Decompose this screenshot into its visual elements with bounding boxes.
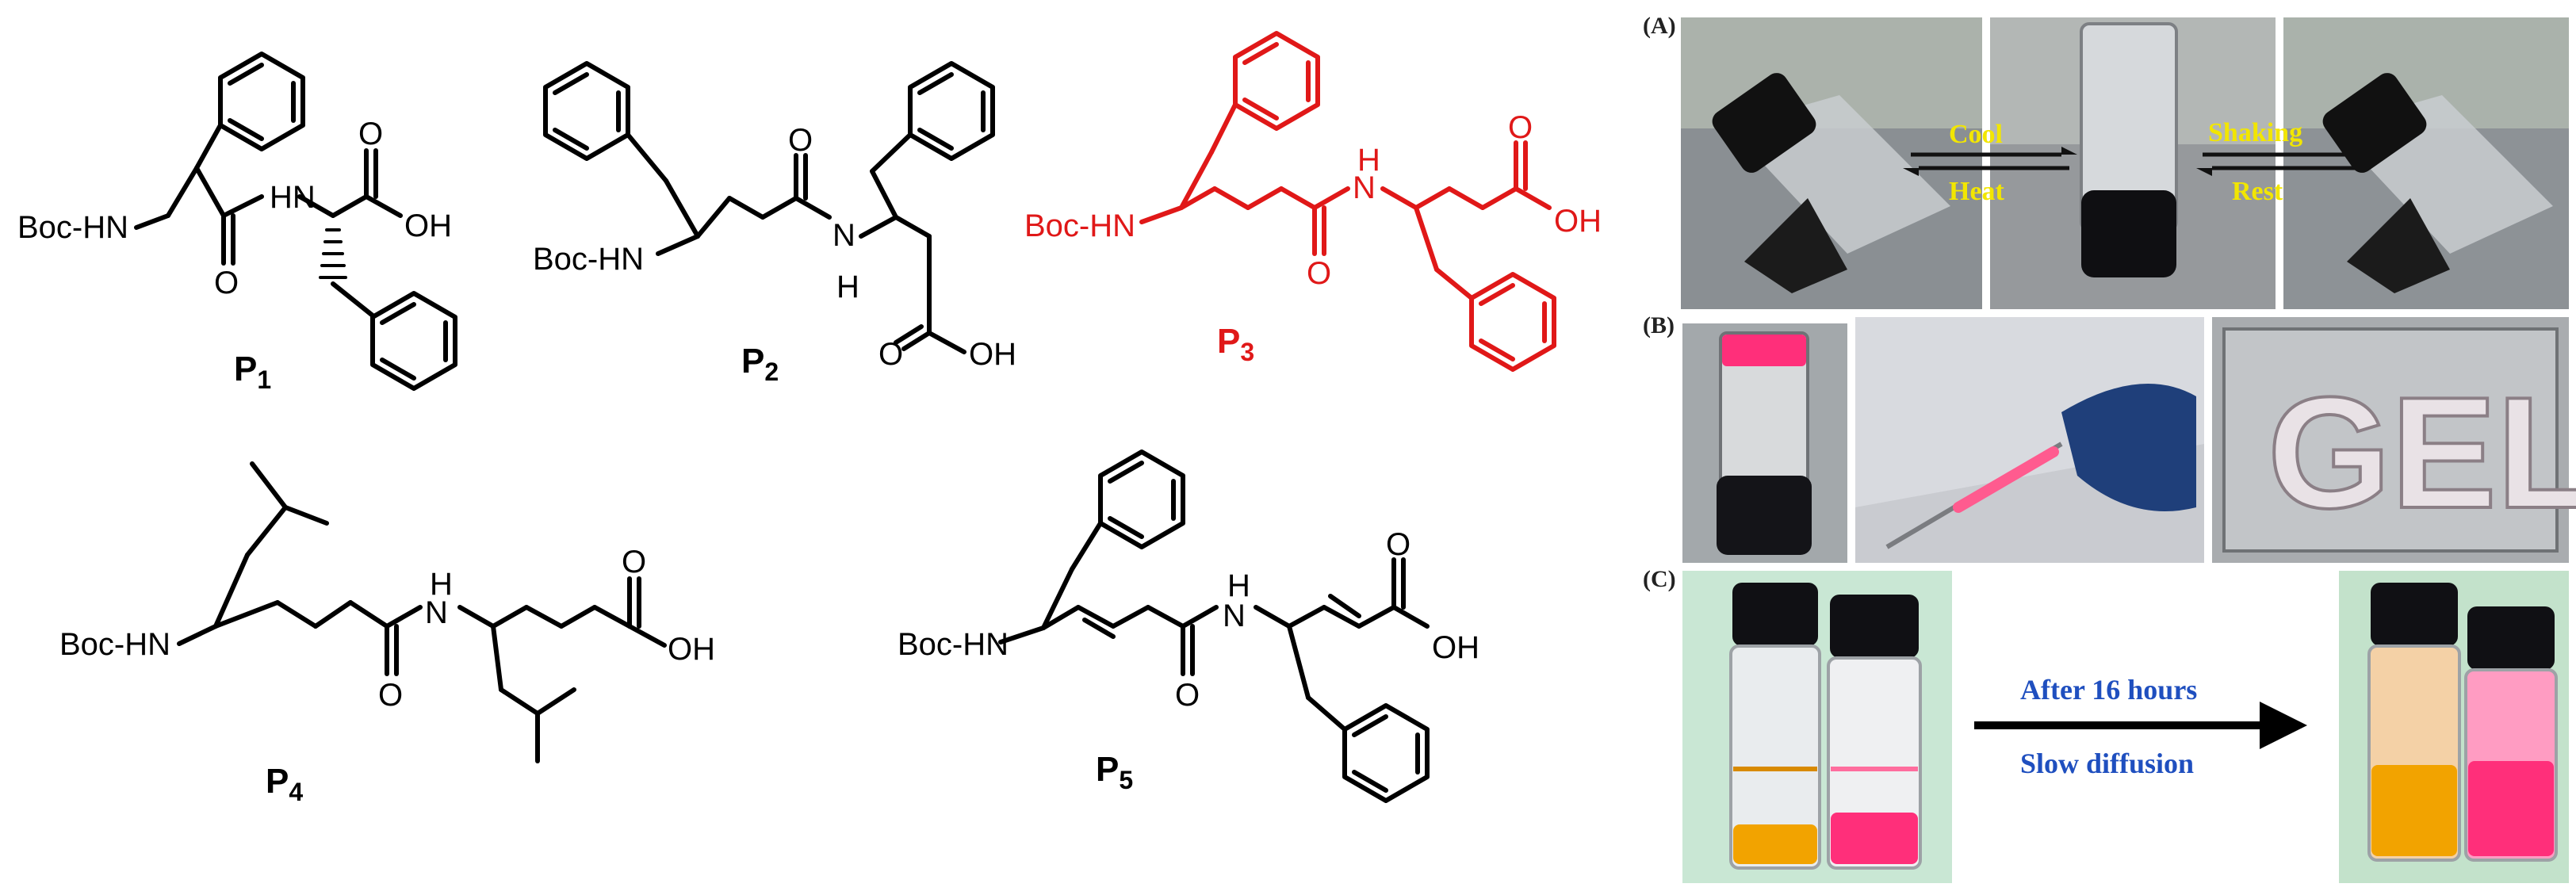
compound-label-p3: P3	[1217, 322, 1254, 366]
compound-label-p2: P2	[741, 342, 779, 386]
h-label: H	[836, 270, 859, 304]
h-label: H	[1227, 568, 1250, 603]
boc-hn-label: Boc-HN	[1024, 208, 1135, 243]
boc-hn-label: Boc-HN	[59, 627, 170, 662]
compound-p3: Boc-HN N H O O OH P3	[1024, 31, 1602, 372]
rest-label: Rest	[2232, 177, 2283, 206]
panel-a: (A) Cool Heat Shaking Rest	[1643, 13, 2569, 309]
compound-p2: Boc-HN N H O O OH P2	[533, 61, 1016, 386]
cool-label: Cool	[1949, 120, 2003, 149]
compound-p1: Boc-HN HN O O OH P1	[17, 52, 457, 394]
after-16-hours-label: After 16 hours	[2020, 674, 2197, 706]
boc-hn-label: Boc-HN	[533, 242, 644, 277]
hydroxyl-label: OH	[668, 632, 715, 667]
h-label: H	[430, 567, 453, 602]
slow-diffusion-label: Slow diffusion	[2020, 748, 2194, 779]
hydroxyl-label: OH	[1432, 630, 1479, 665]
hydroxyl-label: OH	[404, 208, 452, 243]
compound-label-p5: P5	[1096, 750, 1133, 794]
oxygen-label: O	[378, 678, 403, 713]
n-label: N	[1223, 599, 1246, 633]
boc-hn-label: Boc-HN	[898, 627, 1009, 662]
oxygen-label: O	[1386, 527, 1410, 562]
oxygen-label: O	[1508, 110, 1533, 145]
n-label: N	[1353, 170, 1376, 205]
heat-label: Heat	[1949, 177, 2005, 206]
oxygen-label: O	[878, 337, 903, 372]
n-label: N	[425, 595, 448, 630]
compound-label-p4: P4	[266, 762, 303, 806]
oxygen-label: O	[358, 117, 383, 151]
gel-word: GEL	[2268, 365, 2576, 541]
n-label: N	[833, 218, 855, 253]
nh-label: HN	[270, 180, 316, 215]
panel-b-tag: (B)	[1643, 312, 1675, 338]
oxygen-label: O	[1175, 678, 1200, 713]
shaking-label: Shaking	[2208, 118, 2302, 147]
oxygen-label: O	[788, 123, 813, 158]
hash-bond	[319, 228, 347, 279]
compound-label-p1: P1	[234, 350, 271, 394]
hydroxyl-label: OH	[969, 337, 1016, 372]
panel-c-tag: (C)	[1643, 566, 1676, 592]
oxygen-label: O	[622, 545, 646, 579]
panel-a-tag: (A)	[1643, 13, 1676, 39]
oxygen-label: O	[1307, 256, 1331, 291]
panel-b: (B) GEL	[1643, 312, 2576, 563]
hydroxyl-label: OH	[1554, 204, 1602, 239]
compound-p4: Boc-HN N H O O OH P4	[59, 461, 715, 806]
boc-hn-label: Boc-HN	[17, 210, 128, 245]
h-label: H	[1357, 143, 1380, 178]
compound-p5: Boc-HN N H O O OH P5	[898, 449, 1479, 803]
oxygen-label: O	[214, 266, 239, 300]
panel-c: (C) After 16 hours Slow diffusion	[1643, 566, 2569, 883]
